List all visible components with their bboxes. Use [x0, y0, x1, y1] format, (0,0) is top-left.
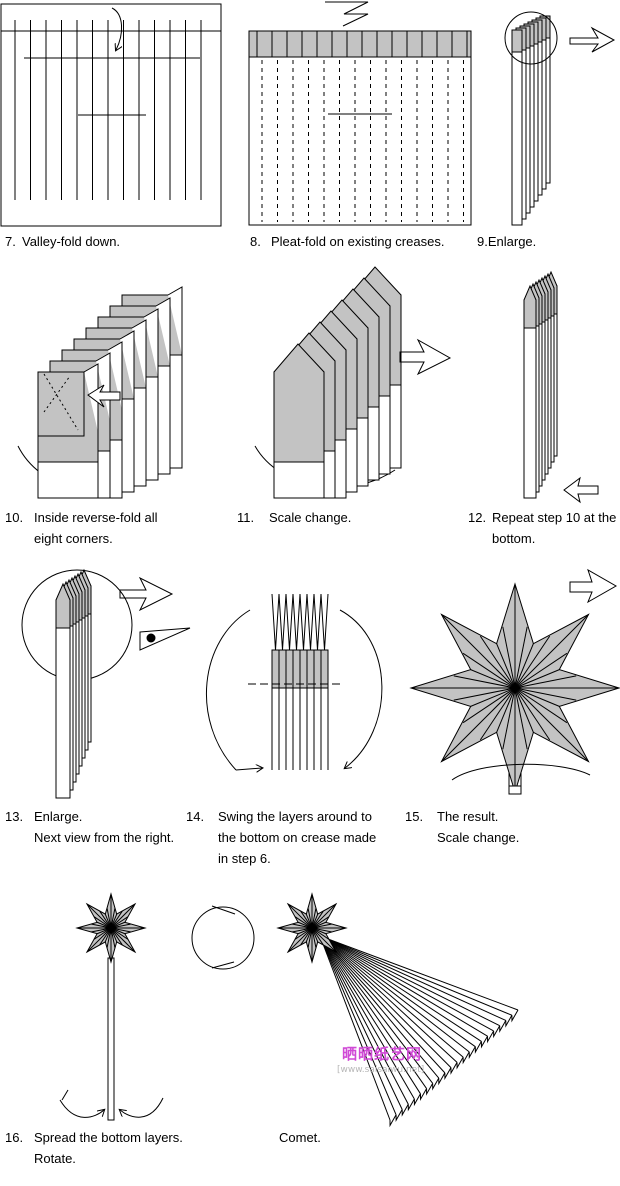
step14-caption: 14. Swing the layers around to the botto…	[186, 806, 376, 866]
step12-text-line1: Repeat step 10 at the	[492, 510, 617, 525]
step13-text-line2: Next view from the right.	[34, 830, 175, 845]
step16-spread-layers-diagram	[59, 892, 255, 1121]
step10-caption: 10. Inside reverse-fold all eight corner…	[5, 507, 158, 546]
step7-text: Valley-fold down.	[22, 234, 121, 249]
step9-caption: 9.Enlarge.	[477, 234, 537, 249]
step16-text-line2: Rotate.	[34, 1151, 76, 1166]
step14-text-line3: in step 6.	[218, 851, 271, 866]
step8-text: Pleat-fold on existing creases.	[271, 234, 445, 249]
step13-caption: 13. Enlarge. Next view from the right.	[5, 806, 174, 845]
step14-text-line1: Swing the layers around to	[218, 809, 372, 824]
step9-text: Enlarge.	[487, 234, 537, 249]
step15-star-result-diagram	[409, 568, 620, 795]
step7-paper-diagram	[0, 3, 222, 227]
step7-caption: 7. Valley-fold down.	[5, 231, 120, 252]
step11-text: Scale change.	[269, 510, 352, 525]
comet-diagram	[276, 892, 519, 1128]
watermark-logo: 晒晒纸艺网	[342, 1045, 423, 1063]
step12-text-line2: bottom.	[492, 531, 536, 546]
step8-caption: 8. Pleat-fold on existing creases.	[250, 231, 444, 252]
step10-text-line1: Inside reverse-fold all	[34, 510, 158, 525]
step10-reverse-fold-diagram	[17, 286, 183, 499]
step15-text-line1: The result.	[437, 809, 499, 824]
step10-text-line2: eight corners.	[34, 531, 113, 546]
comet-caption: Comet.	[279, 1127, 321, 1148]
step11-scaled-diagram	[254, 266, 452, 499]
step14-text-line2: the bottom on crease made	[218, 830, 377, 845]
step9-narrow-strip-diagram	[504, 11, 616, 226]
step13-enlarge-diagram	[21, 568, 191, 799]
step11-caption: 11. Scale change.	[237, 507, 351, 528]
comet-text: Comet.	[279, 1130, 321, 1145]
step13-text-line1: Enlarge.	[34, 809, 83, 824]
step12-caption: 12. Repeat step 10 at the bottom.	[468, 507, 616, 546]
step16-caption: 16. Spread the bottom layers. Rotate.	[5, 1127, 183, 1166]
watermark-url: [www.saisaiwu.net]	[337, 1065, 425, 1075]
step12-strip-diagram	[523, 270, 599, 504]
step14-swing-layers-diagram	[206, 593, 383, 770]
step15-caption: 15. The result. Scale change.	[405, 806, 519, 845]
step8-pleated-paper-diagram	[248, 1, 472, 226]
step15-text-line2: Scale change.	[437, 830, 520, 845]
step16-text-line1: Spread the bottom layers.	[34, 1130, 183, 1145]
